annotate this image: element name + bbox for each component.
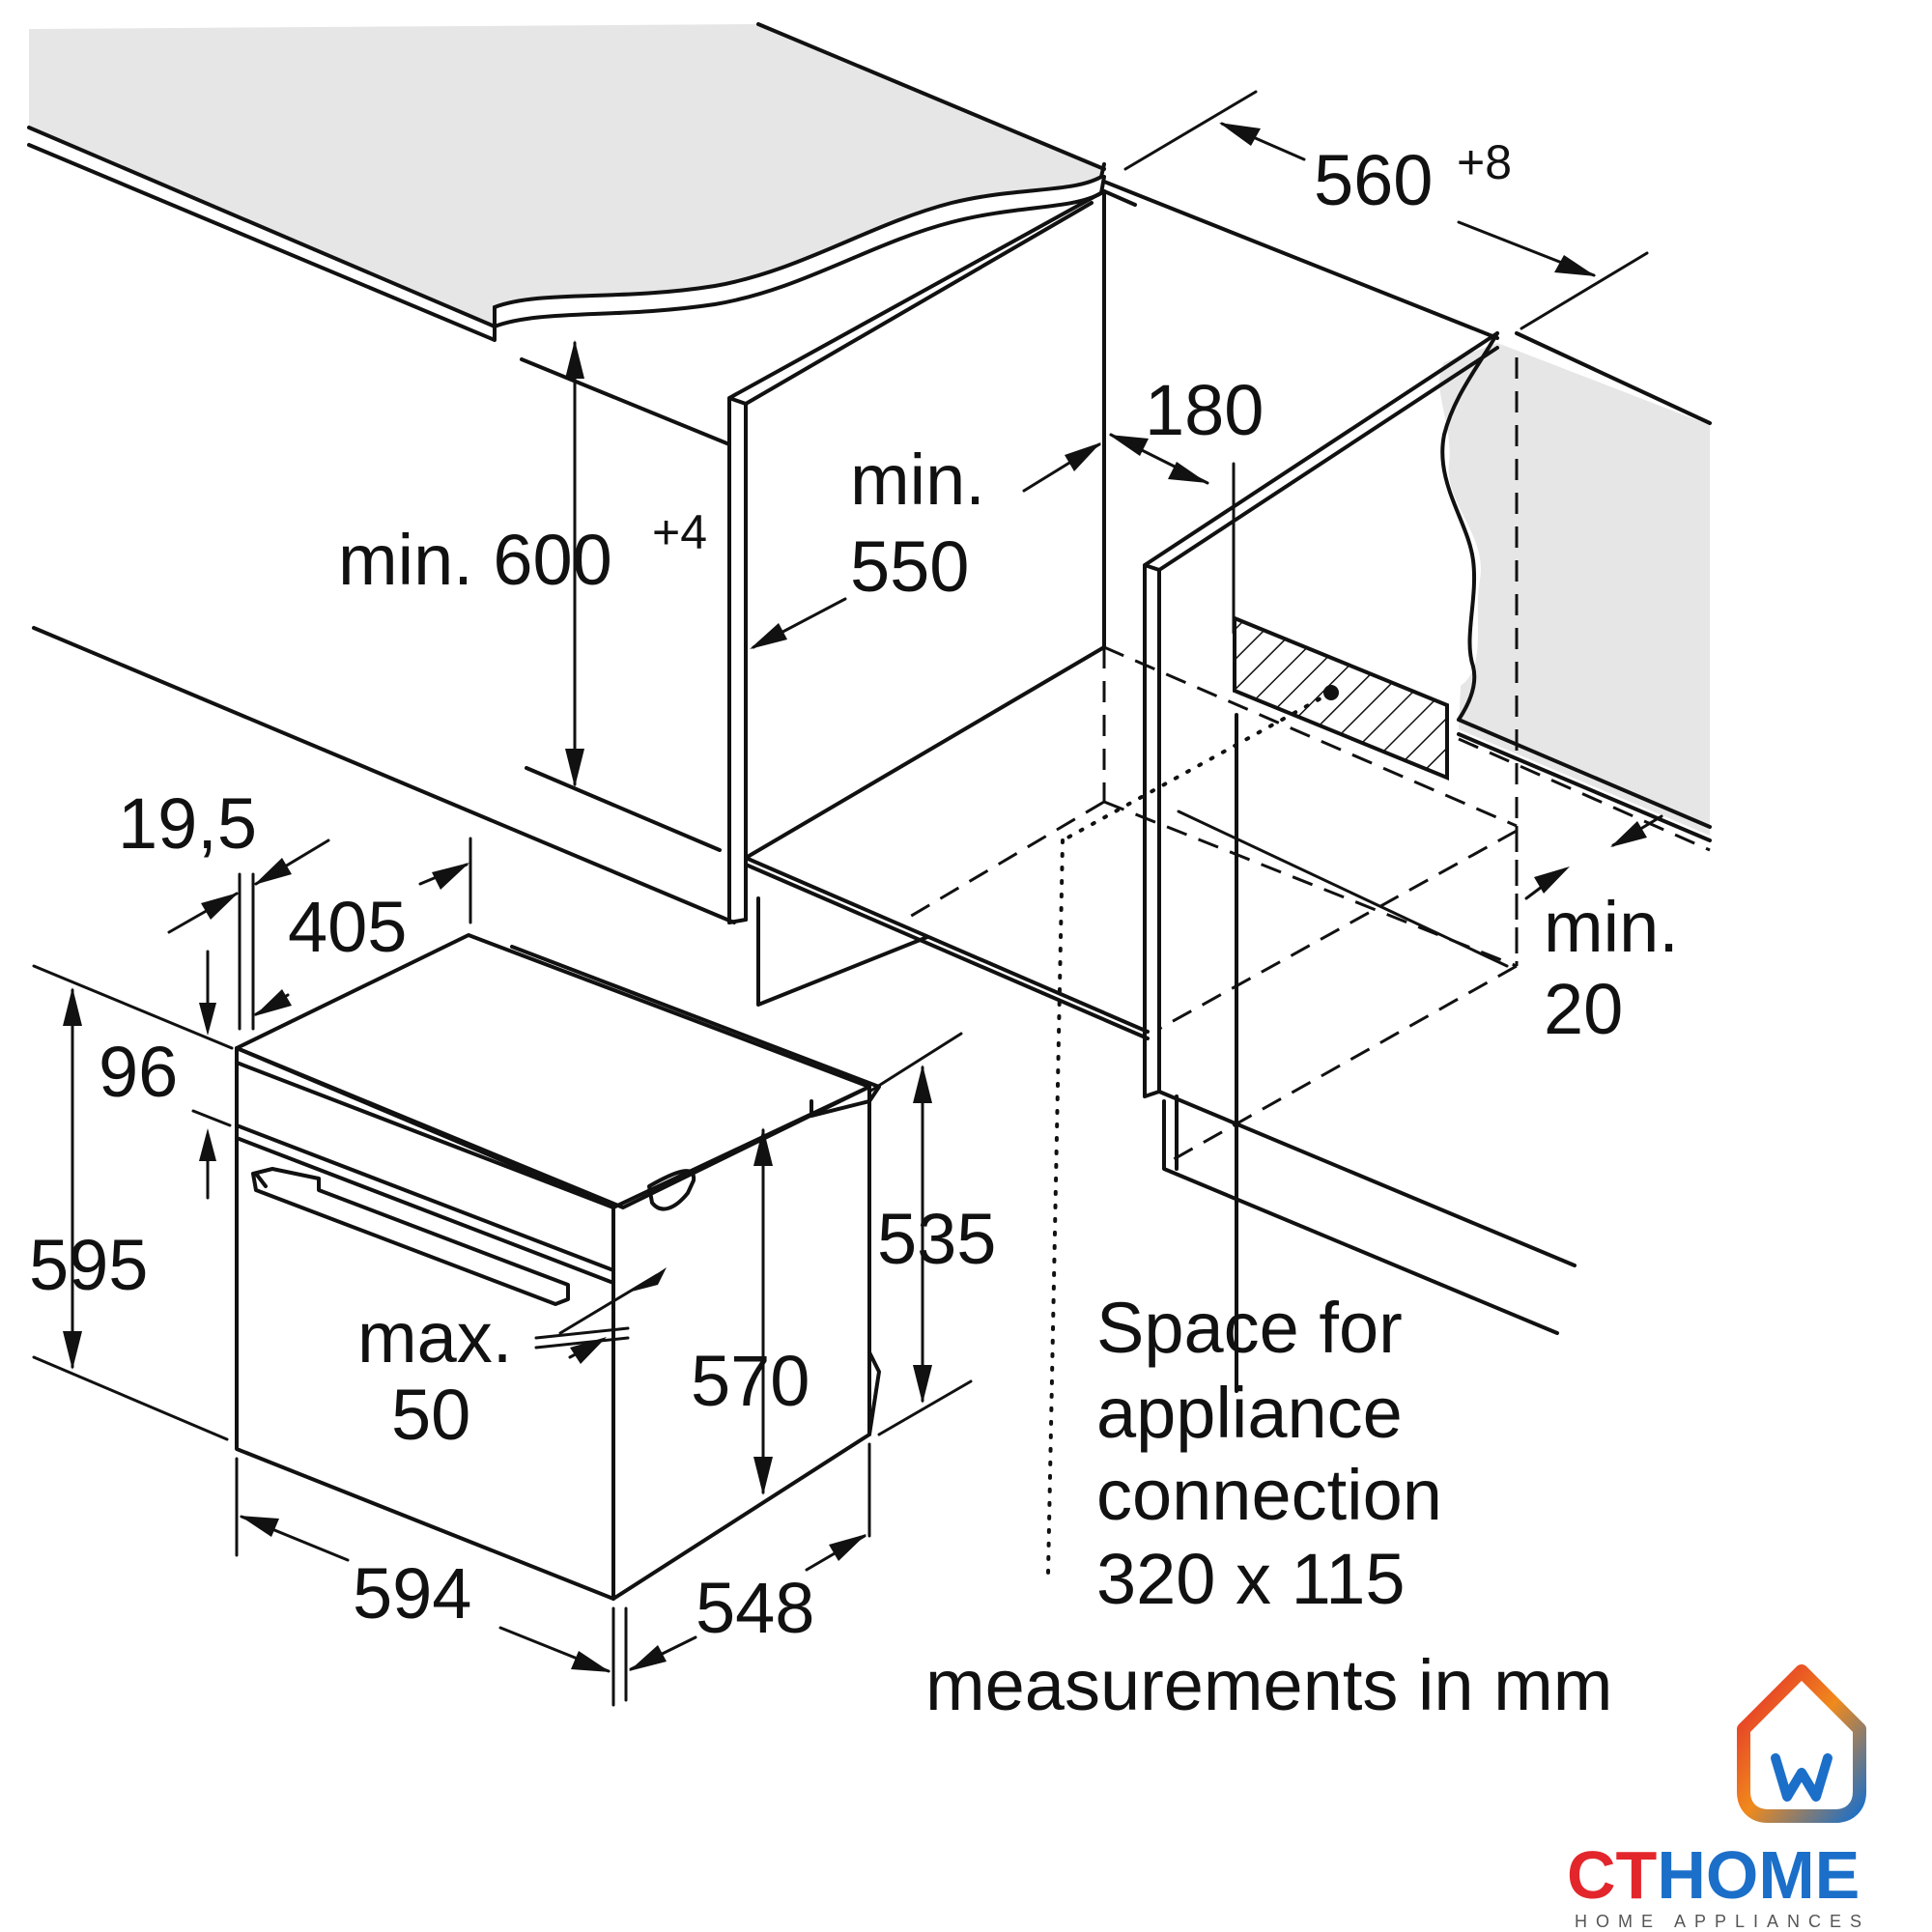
body-depth-label: 548 xyxy=(696,1568,814,1648)
connection-note-line-2: appliance xyxy=(1096,1373,1403,1453)
cutout-height-label: min. 600 xyxy=(338,520,612,600)
control-height-label: 96 xyxy=(99,1032,178,1112)
brand-name: CTHOME xyxy=(1567,1837,1860,1913)
right-cabinet-wall xyxy=(1102,180,1712,1393)
front-width-label: 594 xyxy=(353,1553,471,1634)
worktop xyxy=(27,22,1106,342)
left-cabinet-wall xyxy=(32,189,1150,1040)
handle-max-prefix: max. xyxy=(357,1297,512,1378)
oven xyxy=(235,933,881,1601)
brand-logo: CTHOME HOME APPLIANCES xyxy=(1567,1664,1870,1931)
handle-max-value: 50 xyxy=(391,1375,470,1455)
notes: Space for appliance connection 320 x 115… xyxy=(925,1288,1612,1725)
depth-min-value: 550 xyxy=(850,526,969,607)
house-logo-icon xyxy=(1737,1664,1866,1823)
cutout-height-tolerance: +4 xyxy=(652,505,707,559)
depth-min-prefix: min. xyxy=(850,440,985,520)
connection-box xyxy=(1046,615,1449,1577)
connection-offset-label: 180 xyxy=(1145,370,1264,450)
connection-note-line-3: connection xyxy=(1096,1455,1442,1535)
cutout-width-label: 560 xyxy=(1314,140,1433,220)
panel-thickness-label: 19,5 xyxy=(118,783,257,864)
brand-tagline: HOME APPLIANCES xyxy=(1575,1912,1870,1931)
side-height-label: 535 xyxy=(877,1199,996,1279)
dimension-lines xyxy=(32,90,1663,1707)
body-height-label: 570 xyxy=(691,1341,810,1421)
dimension-labels: 560 +8 min. 600 +4 min. 550 180 min. 20 … xyxy=(29,135,1679,1648)
connection-note-line-1: Space for xyxy=(1096,1288,1403,1368)
rear-gap-value: 20 xyxy=(1544,969,1623,1049)
rear-gap-prefix: min. xyxy=(1544,887,1679,967)
units-note: measurements in mm xyxy=(925,1645,1612,1725)
cutout-width-tolerance: +8 xyxy=(1457,135,1512,189)
top-depth-label: 405 xyxy=(288,887,407,967)
total-height-label: 595 xyxy=(29,1225,148,1305)
connection-note-line-4: 320 x 115 xyxy=(1096,1539,1406,1619)
cavity-hidden-lines xyxy=(907,357,1711,1161)
